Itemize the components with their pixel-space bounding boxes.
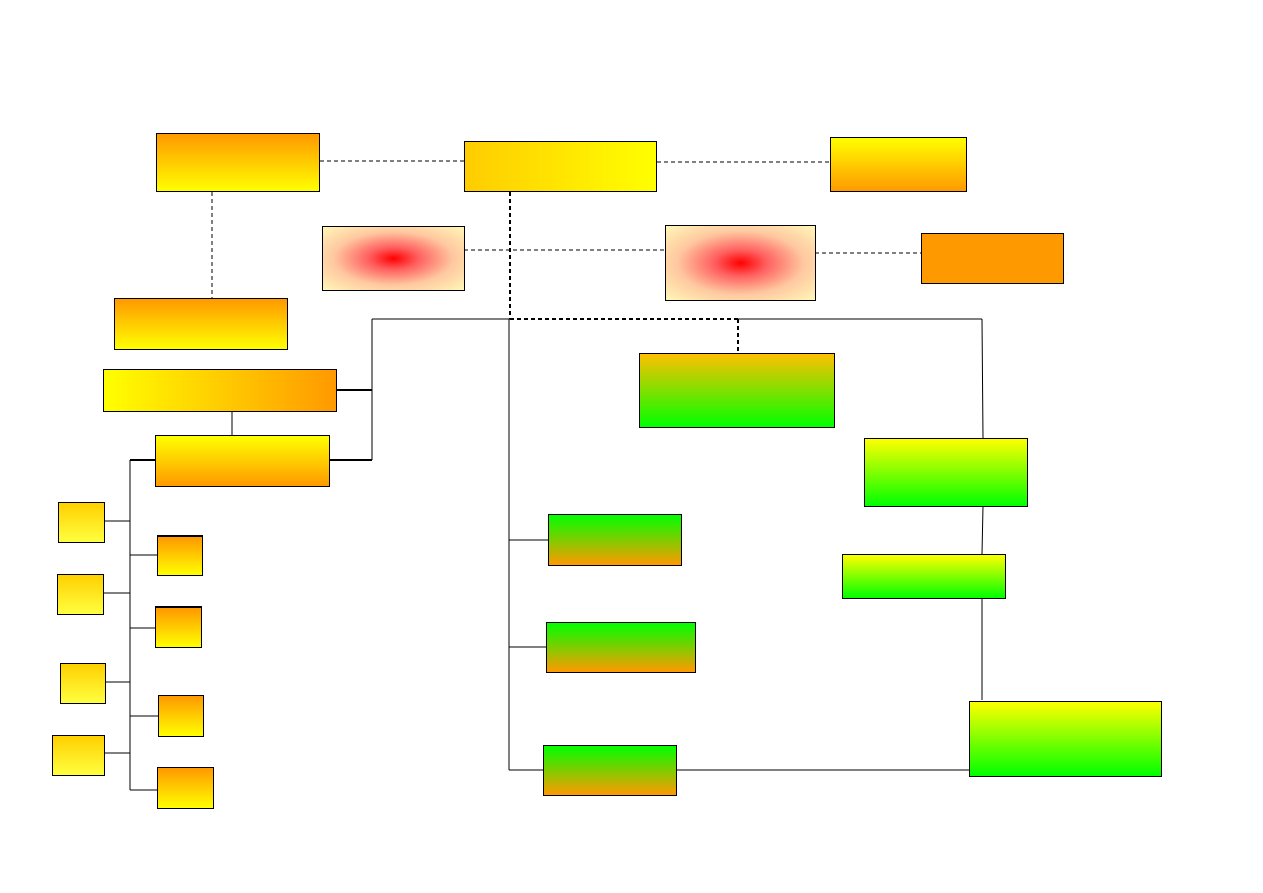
- node-label: [158, 768, 213, 772]
- node-label: [544, 746, 676, 750]
- node-label: [323, 227, 464, 231]
- node-small-left-2: [57, 574, 104, 615]
- node-label: [549, 515, 681, 519]
- node-label: [158, 537, 202, 541]
- node-small-right-2: [155, 606, 202, 648]
- node-label: [865, 439, 1027, 443]
- node-small-left-4: [52, 735, 105, 776]
- node-label: [547, 623, 695, 627]
- node-left-mid: [114, 298, 288, 350]
- node-top-right: [830, 137, 967, 192]
- node-label: [156, 436, 329, 440]
- node-top-center: [464, 141, 657, 192]
- node-label: [159, 696, 203, 700]
- node-small-left-1: [58, 502, 105, 543]
- node-label: [53, 736, 104, 740]
- node-left-branch: [155, 435, 330, 487]
- node-label: [157, 134, 319, 138]
- node-label: [970, 702, 1161, 706]
- node-center-go-3: [543, 745, 677, 796]
- solid-connector: [981, 505, 984, 555]
- node-orange-right: [921, 233, 1064, 284]
- node-label: [831, 138, 966, 142]
- node-left-wide: [103, 369, 337, 412]
- node-label: [59, 503, 104, 507]
- node-small-right-4: [157, 767, 214, 809]
- node-label: [58, 575, 103, 579]
- node-label: [922, 234, 1063, 238]
- node-radial-left: [322, 226, 465, 291]
- node-small-right-1: [157, 535, 203, 576]
- node-right-green-1: [864, 438, 1028, 507]
- node-label: [666, 226, 815, 230]
- solid-connector: [981, 318, 984, 439]
- node-center-green-top: [639, 353, 835, 428]
- node-label: [843, 555, 1005, 559]
- node-label: [465, 142, 656, 146]
- node-top-left: [156, 133, 320, 192]
- node-center-go-2: [546, 622, 696, 673]
- node-label: [61, 664, 105, 668]
- node-label: [115, 299, 287, 303]
- node-right-green-3: [969, 701, 1162, 777]
- node-right-green-2: [842, 554, 1006, 599]
- node-small-left-3: [60, 663, 106, 704]
- node-radial-right: [665, 225, 816, 301]
- node-label: [104, 370, 336, 374]
- node-label: [640, 354, 834, 358]
- node-small-right-3: [158, 695, 204, 737]
- node-label: [156, 608, 201, 612]
- node-center-go-1: [548, 514, 682, 566]
